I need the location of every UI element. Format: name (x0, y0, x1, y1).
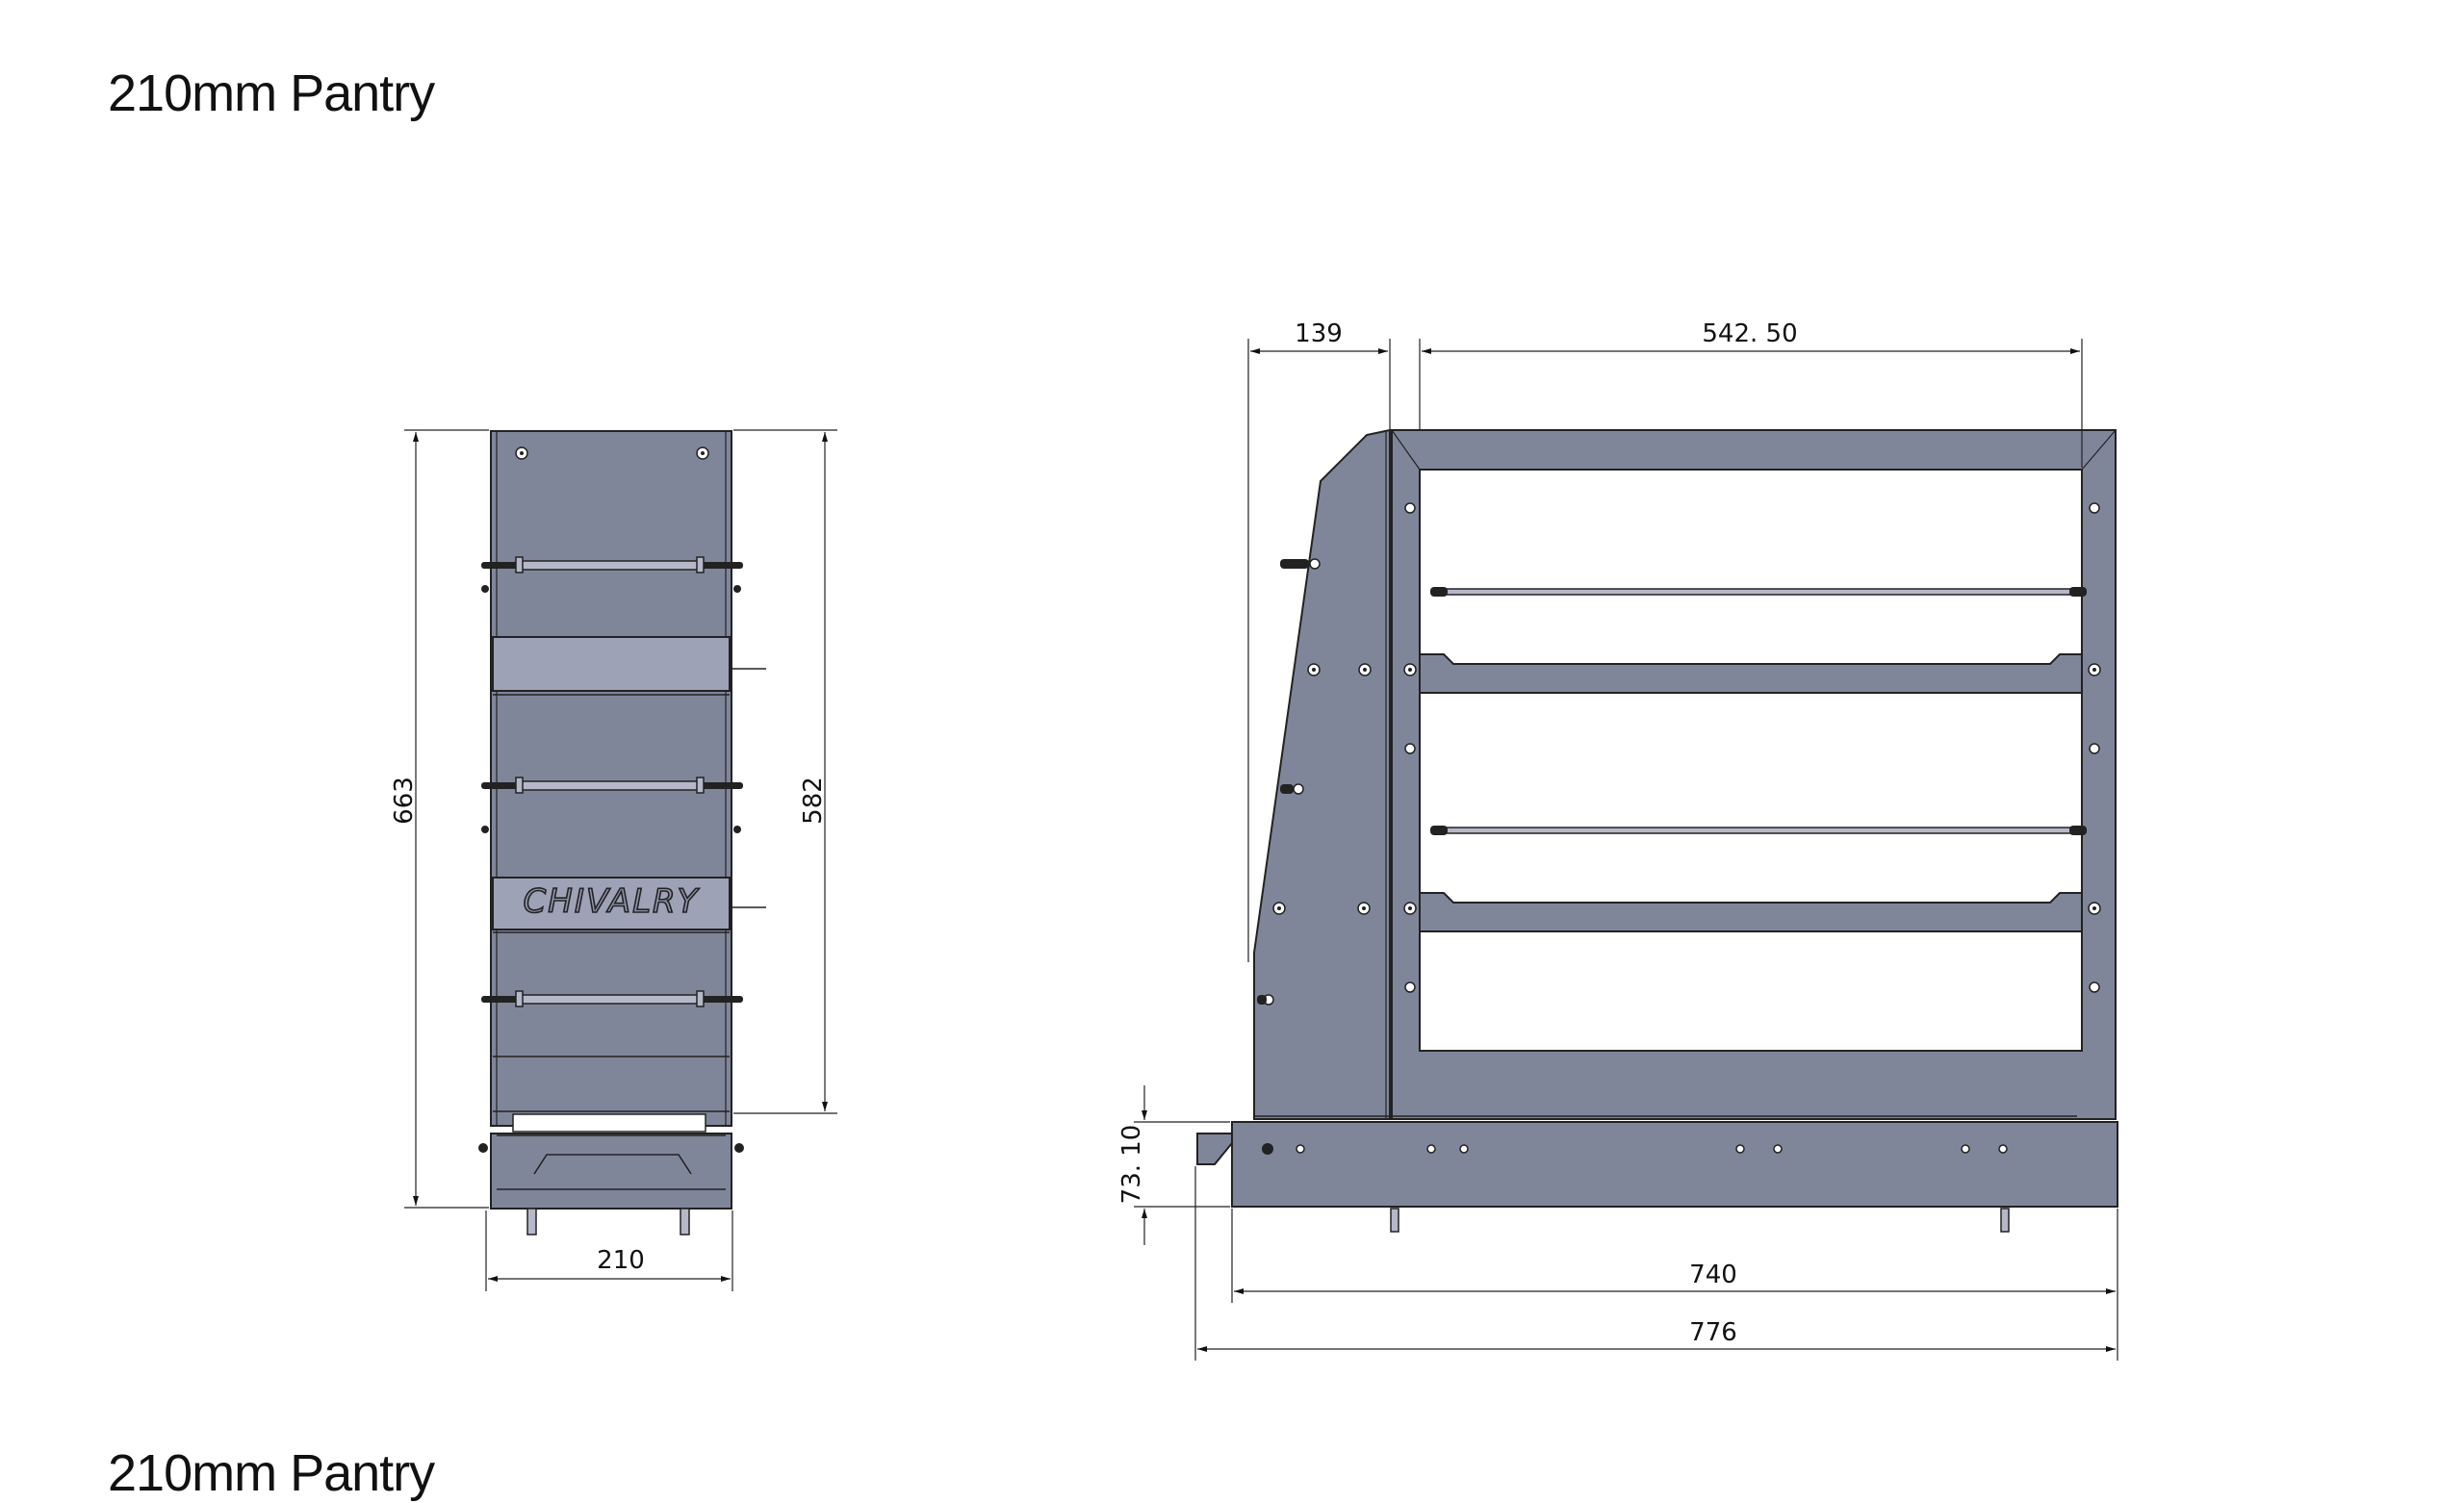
rail-rod (481, 556, 743, 573)
dim-overall-length: 776 (1689, 1318, 1737, 1347)
leg (1390, 1208, 1399, 1233)
hex-bolt-icon (1262, 1143, 1273, 1155)
leg (680, 1208, 690, 1236)
dim-width: 210 (597, 1246, 645, 1275)
rail-rod (1430, 587, 2087, 597)
dim-base-length: 740 (1689, 1261, 1737, 1289)
dim-base-height: 73. 10 (1117, 1125, 1146, 1205)
leg (2000, 1208, 2010, 1233)
shelf (1419, 653, 2083, 694)
side-view (1196, 428, 2118, 1233)
shelf (1419, 892, 2083, 932)
front-shelf-lip (492, 636, 731, 692)
front-view: CHIVALRY (478, 430, 766, 1236)
dim-body-height: 582 (799, 777, 828, 825)
technical-drawing: CHIVALRY 663 582 2 (390, 319, 2118, 1361)
side-base (1231, 1121, 2118, 1208)
front-base-drawer (490, 1133, 732, 1210)
front-dimensions: 663 582 210 (390, 429, 837, 1291)
leg (526, 1208, 537, 1236)
next-page-title: 210mm Pantry (108, 1444, 435, 1502)
side-dimensions: 139 542. 50 73. 10 740 776 (1117, 319, 2118, 1361)
rail-rod (481, 990, 743, 1007)
dim-front-panel-depth: 139 (1295, 319, 1343, 348)
side-front-panel (1253, 428, 1391, 1120)
rail-rod (1430, 826, 2087, 835)
side-frame (1391, 429, 2117, 1120)
dim-overall-height: 663 (390, 777, 419, 825)
dim-frame-depth: 542. 50 (1702, 319, 1797, 348)
front-body-panel (490, 430, 732, 1127)
base-handle (1196, 1133, 1233, 1165)
page-title: 210mm Pantry (108, 64, 435, 122)
brand-logo: CHIVALRY (524, 882, 700, 921)
rail-rod (481, 777, 743, 794)
front-brand-plate (492, 877, 731, 930)
